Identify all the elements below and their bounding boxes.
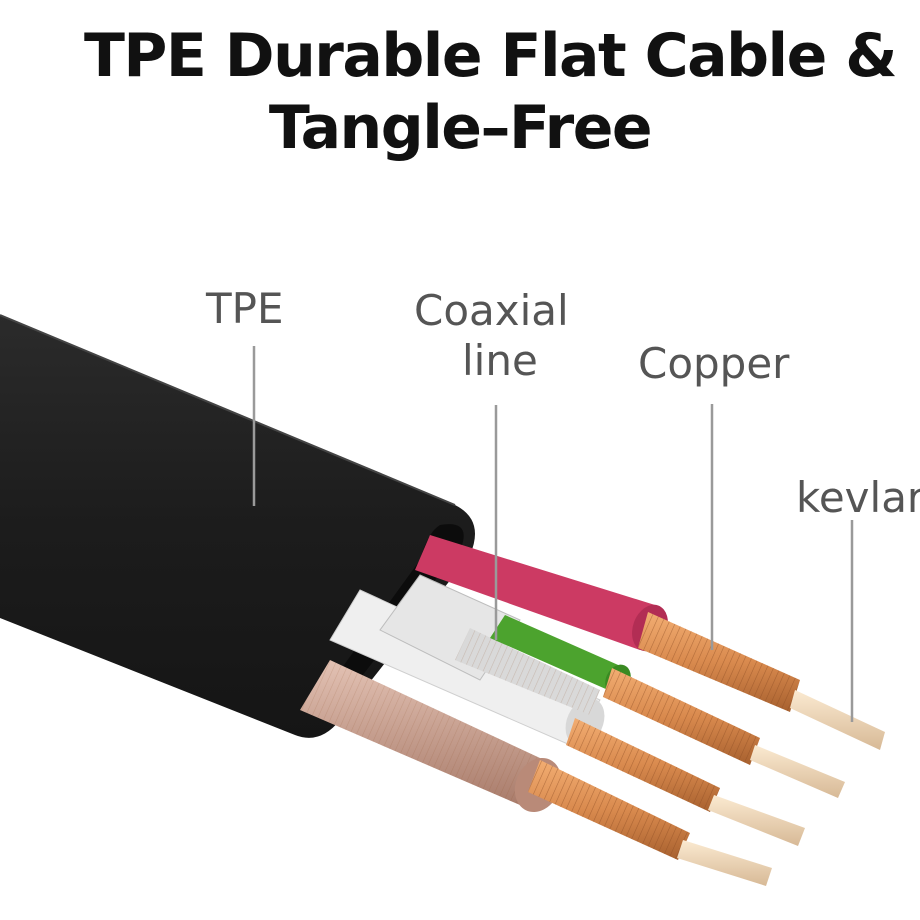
copper-conductors xyxy=(528,612,800,860)
kevlar-tips xyxy=(677,690,885,886)
tpe-jacket xyxy=(0,314,475,738)
leader-lines xyxy=(252,346,854,722)
title-line-1: TPE Durable Flat Cable & xyxy=(83,21,898,91)
coaxial-line-shield xyxy=(379,574,600,715)
label-kevlar: kevlar xyxy=(796,473,920,522)
label-line: line xyxy=(462,336,538,385)
label-copper: Copper xyxy=(638,339,790,388)
label-tpe: TPE xyxy=(206,284,284,333)
title-line-2: Tangle–Free xyxy=(268,93,653,163)
label-coaxial: Coaxial xyxy=(414,286,569,335)
